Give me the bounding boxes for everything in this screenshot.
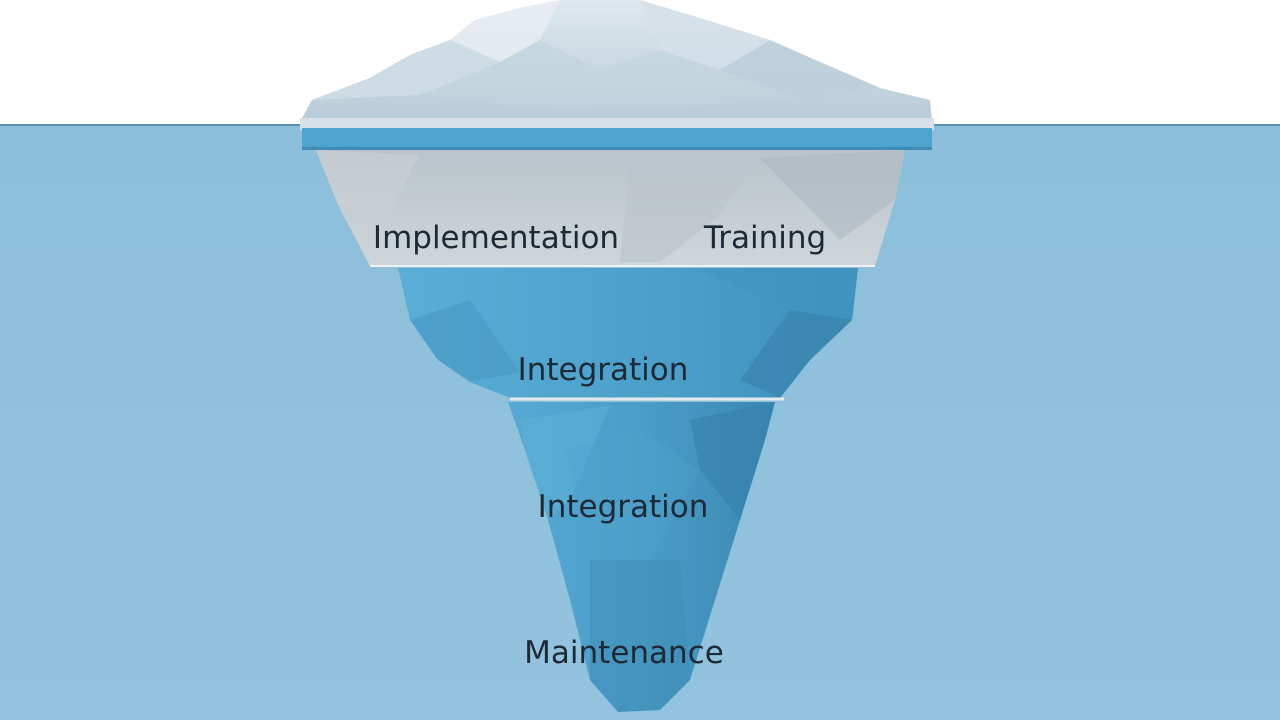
- label-maintenance: Maintenance: [524, 635, 724, 671]
- label-integration-middle: Integration: [518, 352, 689, 388]
- label-integration-tip: Integration: [538, 489, 709, 525]
- label-training: Training: [703, 220, 826, 256]
- iceberg-layer-gray: [316, 150, 905, 267]
- iceberg-layer-middle: [398, 268, 858, 401]
- iceberg-peak: [302, 0, 932, 122]
- label-implementation: Implementation: [373, 220, 619, 256]
- iceberg-slab: [300, 118, 934, 150]
- iceberg-tip: [508, 402, 775, 712]
